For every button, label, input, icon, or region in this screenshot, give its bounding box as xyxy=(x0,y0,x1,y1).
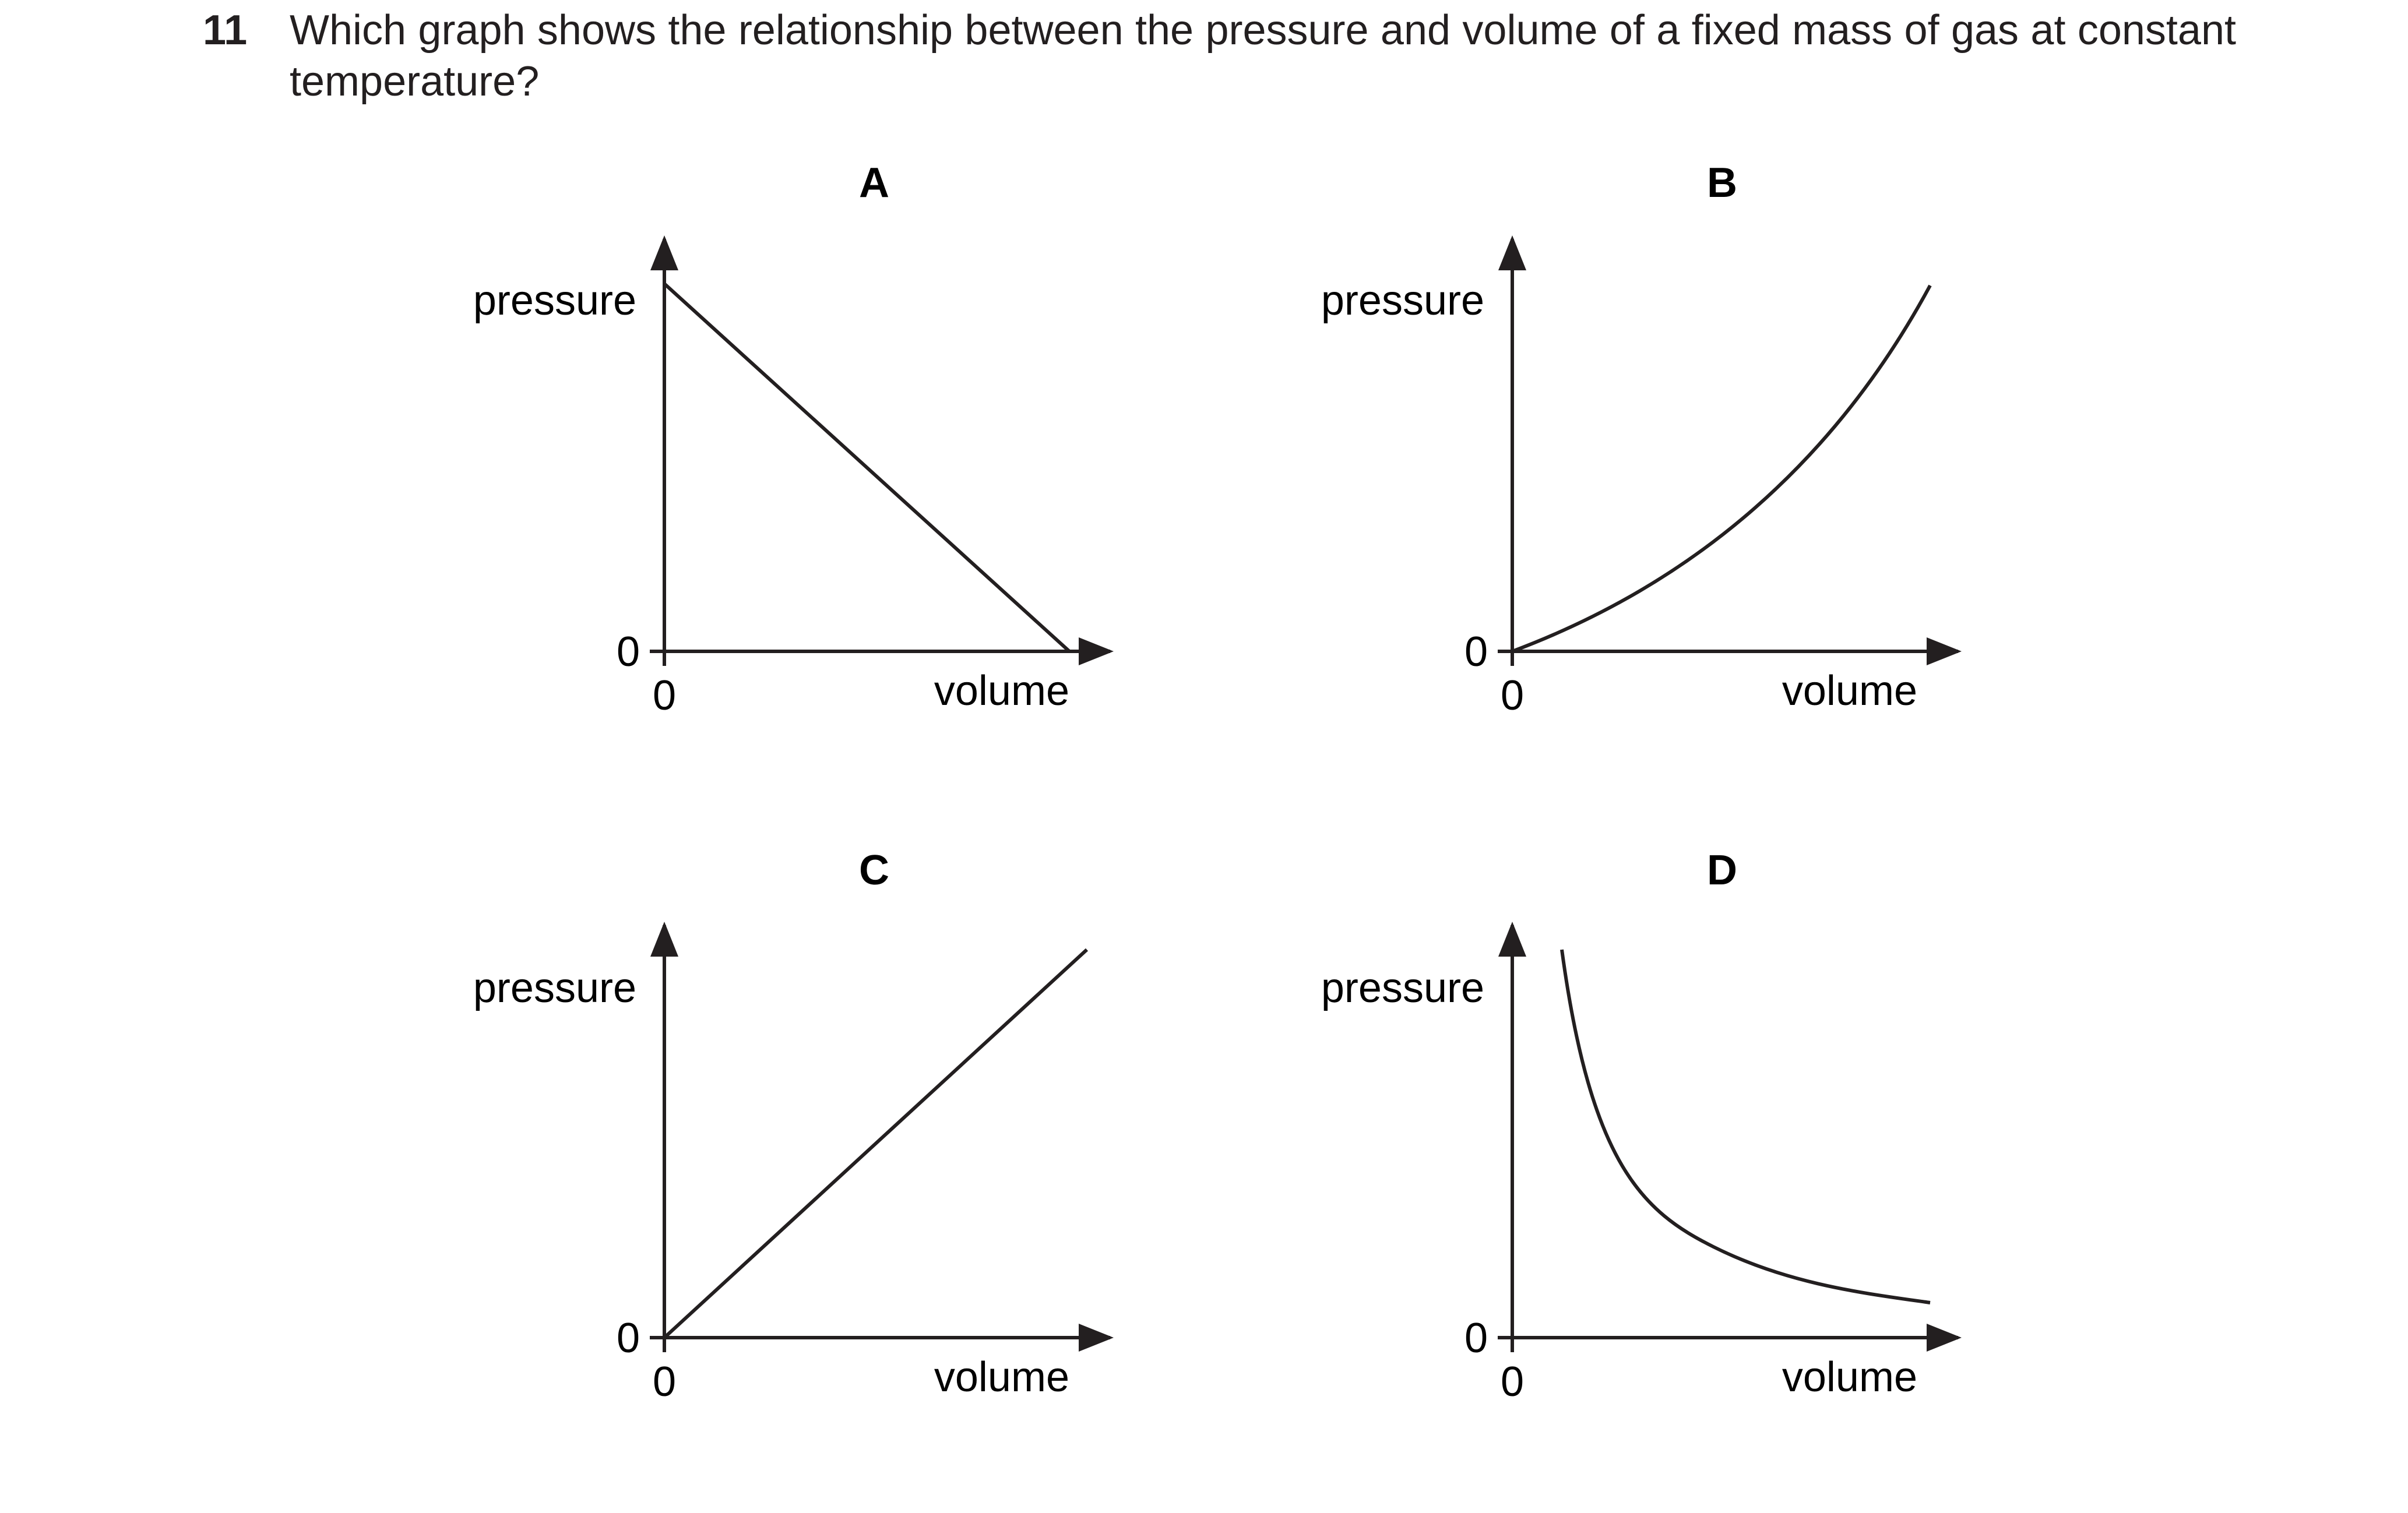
graph-b-y-label: pressure xyxy=(1321,277,1484,324)
graph-d-x-label: volume xyxy=(1782,1354,1917,1401)
graph-c-line xyxy=(663,948,1089,1339)
graph-c-x-zero: 0 xyxy=(653,1359,676,1405)
graph-a-y-label: pressure xyxy=(473,277,636,324)
graph-d-y-label: pressure xyxy=(1321,965,1484,1011)
option-letter-b: B xyxy=(1707,160,1737,206)
graph-a-y-zero: 0 xyxy=(617,629,640,675)
graph-c-y-zero: 0 xyxy=(617,1315,640,1362)
graph-b-x-zero: 0 xyxy=(1501,672,1524,719)
option-letter-c: C xyxy=(859,847,889,894)
question-text: Which graph shows the relationship betwe… xyxy=(290,7,2236,105)
graph-a-x-label: volume xyxy=(934,668,1069,714)
graph-d-curve xyxy=(1560,949,1931,1304)
graph-b-curve xyxy=(1511,284,1932,653)
option-letter-a: A xyxy=(859,160,889,206)
graph-b-x-label: volume xyxy=(1782,668,1917,714)
option-letter-d: D xyxy=(1707,847,1737,894)
question-number: 11 xyxy=(203,7,248,54)
graph-d-y-zero: 0 xyxy=(1464,1315,1488,1362)
graph-d-x-zero: 0 xyxy=(1501,1359,1524,1405)
graph-c-y-label: pressure xyxy=(473,965,636,1011)
graph-b: B pressure 0 0 volume xyxy=(1321,160,1962,719)
graph-c-x-label: volume xyxy=(934,1354,1069,1401)
graph-d: D pressure 0 0 volume xyxy=(1321,847,1962,1405)
graph-a-x-zero: 0 xyxy=(653,672,676,719)
graph-c: C pressure 0 0 volume xyxy=(473,847,1114,1405)
graph-a: A pressure 0 0 volume xyxy=(473,160,1114,719)
graph-a-line xyxy=(663,282,1071,653)
graph-b-y-zero: 0 xyxy=(1464,629,1488,675)
